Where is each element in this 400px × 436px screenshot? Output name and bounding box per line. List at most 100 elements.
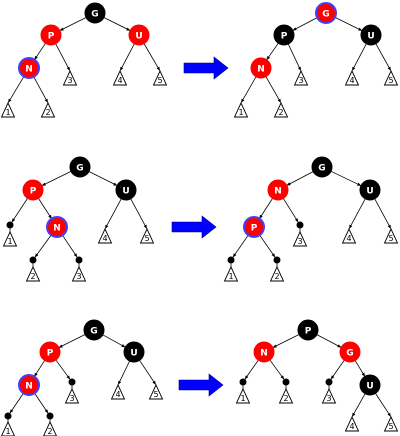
tree-edge <box>374 198 392 229</box>
node-g <box>83 319 105 341</box>
subtree-triangle <box>2 230 18 247</box>
subtree-label: 1 <box>7 237 12 246</box>
nil-leaf-dot <box>325 378 333 386</box>
node-label: P <box>281 32 288 42</box>
tree-edge <box>240 76 257 103</box>
subtree-triangle <box>64 387 80 404</box>
node-g <box>311 156 333 178</box>
tree-edge <box>58 334 86 348</box>
tree-edge <box>62 235 78 258</box>
tree-edge <box>59 17 87 31</box>
subtree-triangle <box>1 420 15 436</box>
subtree-triangle <box>40 101 56 118</box>
tree-edge <box>38 198 52 219</box>
node-p <box>273 24 295 46</box>
node-label: P <box>305 327 312 337</box>
subtree-triangle <box>383 227 399 244</box>
tree-edge <box>102 334 126 348</box>
nil-leaf-dot <box>68 378 76 386</box>
transform-arrow-icon <box>171 215 217 239</box>
tree-edge <box>7 76 25 103</box>
tree-edge <box>33 76 49 103</box>
tree-edge <box>55 43 71 71</box>
subtree-label: 3 <box>69 394 74 403</box>
nil-leaf-dot <box>29 256 37 264</box>
subtree-label: 1 <box>228 272 233 281</box>
tree-edge <box>244 359 259 380</box>
subtree-triangle <box>223 265 239 282</box>
tree-edge <box>41 171 72 186</box>
subtree-triangle <box>273 101 289 118</box>
nil-leaf-dot <box>296 221 304 229</box>
tree-edge <box>34 360 45 377</box>
subtree-triangle <box>43 420 57 436</box>
subtree-triangle <box>278 387 294 404</box>
node-label: P <box>48 32 55 42</box>
subtree-label: 3 <box>67 76 72 85</box>
node-n <box>18 374 40 396</box>
subtree-label: 3 <box>297 237 302 246</box>
tree-edge <box>330 359 345 380</box>
tree-edge <box>375 43 392 71</box>
subtree-label: 4 <box>346 234 351 243</box>
tree-edge <box>11 198 28 223</box>
node-u <box>359 374 381 396</box>
node-label: P <box>30 187 37 197</box>
tree-edge <box>272 334 300 348</box>
subtree-triangle <box>148 383 164 400</box>
node-label: U <box>130 349 137 359</box>
node-label: U <box>367 32 374 42</box>
node-label: P <box>251 224 258 234</box>
node-label: P <box>47 349 54 359</box>
node-u <box>115 179 137 201</box>
node-label: U <box>366 187 373 197</box>
tree-edge <box>316 334 342 348</box>
node-p <box>297 319 319 341</box>
node-n <box>46 216 68 238</box>
node-g <box>339 341 361 363</box>
subtree-label: 2 <box>283 394 288 403</box>
node-label: N <box>257 65 265 75</box>
subtree-triangle <box>344 415 360 432</box>
subtree-label: 2 <box>45 108 50 117</box>
tree-edge <box>143 43 161 71</box>
nil-leaf-dot <box>4 412 12 420</box>
node-g <box>69 156 91 178</box>
tree-edge <box>351 393 366 417</box>
tree-edge <box>88 171 118 186</box>
subtree-triangle <box>112 69 128 86</box>
tree-edge <box>286 171 314 186</box>
subtree-label: 4 <box>102 234 107 243</box>
subtree-triangle <box>321 387 337 404</box>
subtree-label: 3 <box>76 272 81 281</box>
tree-edge <box>292 17 318 31</box>
node-label: N <box>274 187 282 197</box>
node-label: G <box>76 164 83 174</box>
subtree-triangle <box>293 69 309 86</box>
tree-edge <box>9 393 24 414</box>
node-u <box>123 341 145 363</box>
tree-edge <box>103 17 131 31</box>
tree-edge <box>259 198 273 219</box>
node-label: U <box>366 382 373 392</box>
subtree-label: 5 <box>388 76 393 85</box>
subtree-label: 4 <box>349 76 354 85</box>
node-label: U <box>122 187 129 197</box>
subtree-label: 1 <box>5 427 10 436</box>
node-label: N <box>25 65 33 75</box>
tree-edge <box>259 234 276 258</box>
node-p <box>40 24 62 46</box>
subtree-triangle <box>383 415 399 432</box>
subtree-label: 5 <box>153 390 158 399</box>
node-n <box>18 57 40 79</box>
subtree-label: 1 <box>238 108 243 117</box>
tree-edge <box>139 360 157 385</box>
subtree-label: 2 <box>30 272 35 281</box>
tree-edge <box>55 359 71 380</box>
node-n <box>253 341 275 363</box>
transform-arrow-icon <box>183 56 229 80</box>
nil-leaf-dot <box>227 256 235 264</box>
node-n <box>267 179 289 201</box>
subtree-label: 5 <box>144 234 149 243</box>
node-u <box>359 179 381 201</box>
